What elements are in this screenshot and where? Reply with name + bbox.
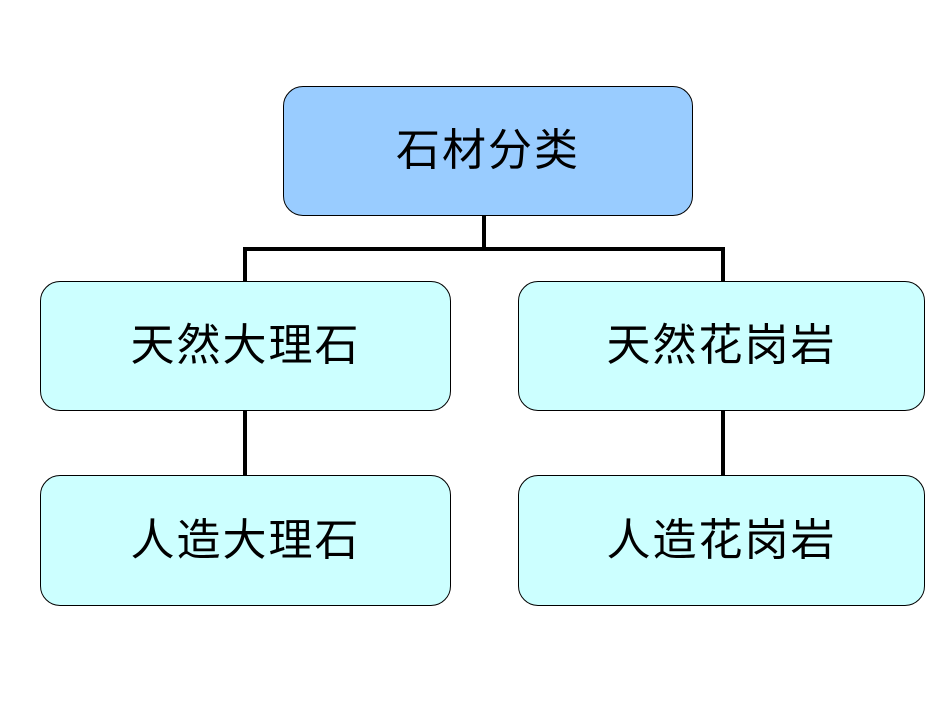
node-natural-granite: 天然花岗岩 (518, 281, 925, 411)
node-natural-marble: 天然大理石 (40, 281, 451, 411)
node-artificial-granite: 人造花岗岩 (518, 475, 925, 606)
node-artificial-marble: 人造大理石 (40, 475, 451, 606)
node-stone-classification: 石材分类 (283, 86, 693, 216)
